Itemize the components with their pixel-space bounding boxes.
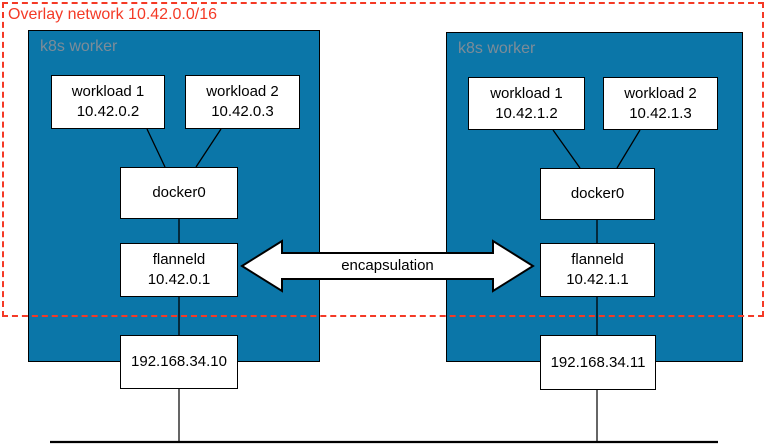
flannel-name: flanneld [152,251,206,268]
host-ip-node-left: 192.168.34.10 [120,335,238,389]
workload2-node-right: workload 2 10.42.1.3 [603,77,718,130]
host-ip-node-right: 192.168.34.11 [540,335,656,390]
host-ip: 192.168.34.10 [131,353,227,370]
bridge-name: docker0 [152,184,206,201]
workload1-node-right: workload 1 10.42.1.2 [468,77,585,130]
flannel-ip: 10.42.1.1 [566,271,629,288]
worker-label-left: k8s worker [40,38,118,55]
workload-ip: 10.42.0.3 [211,103,274,120]
workload-ip: 10.42.1.2 [495,104,558,122]
workload-ip: 10.42.1.3 [629,104,692,122]
docker0-node-left: docker0 [120,167,238,219]
flanneld-node-left: flanneld 10.42.0.1 [120,243,238,297]
bridge-name: docker0 [570,185,625,202]
worker-label-right: k8s worker [458,40,536,57]
workload-name: workload 2 [206,83,279,100]
overlay-network-title: Overlay network 10.42.0.0/16 [8,6,218,23]
encapsulation-label: encapsulation [341,257,434,274]
workload-name: workload 1 [71,83,145,100]
workload-ip: 10.42.0.2 [76,103,140,120]
workload-name: workload 1 [490,84,563,102]
flannel-name: flanneld [571,251,624,268]
workload2-node-left: workload 2 10.42.0.3 [185,75,300,129]
host-ip: 192.168.34.11 [550,353,646,371]
flannel-ip: 10.42.0.1 [147,271,211,288]
flanneld-node-right: flanneld 10.42.1.1 [540,243,655,297]
workload1-node-left: workload 1 10.42.0.2 [51,75,165,129]
workload-name: workload 2 [624,84,697,102]
docker0-node-right: docker0 [540,168,655,220]
